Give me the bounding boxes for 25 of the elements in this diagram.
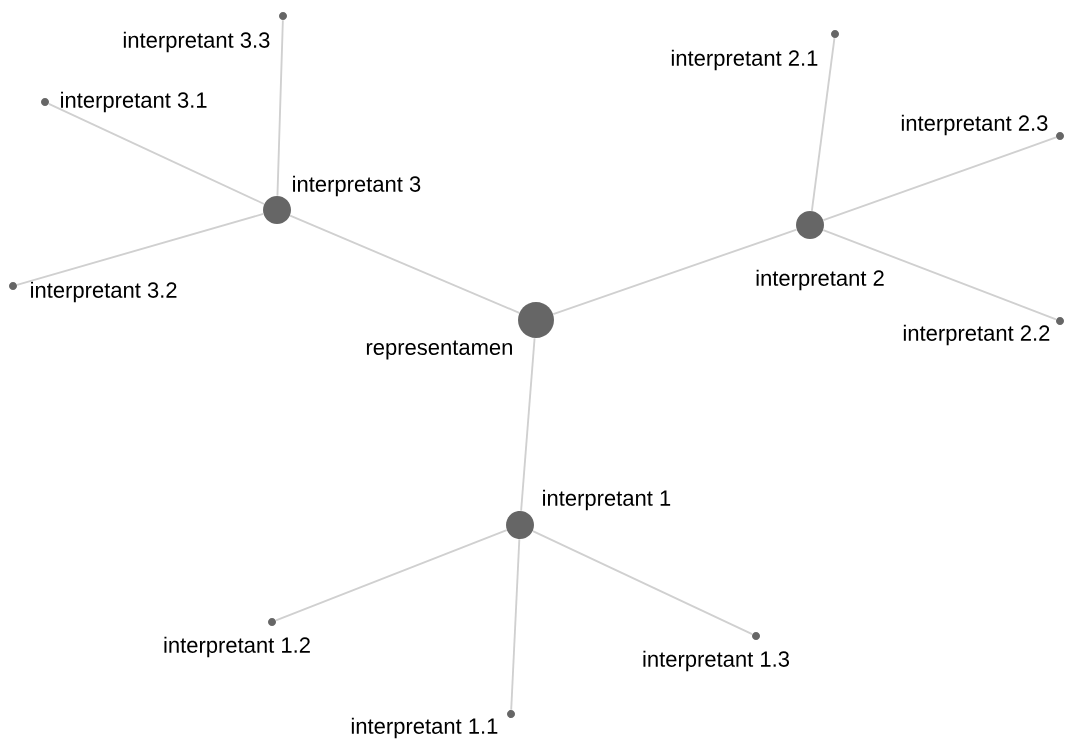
connector-line (822, 136, 1057, 222)
connector-line (275, 529, 508, 622)
node-label: interpretant 3.1 (61, 91, 207, 113)
node-label: interpretant 1 (543, 489, 671, 511)
node-label: interpretant 2.1 (671, 49, 818, 71)
node-label: representamen (366, 340, 512, 360)
node-label: interpretant 3.3 (123, 31, 270, 53)
connector-line (810, 37, 836, 212)
connector-line (822, 229, 1057, 321)
connector-line (47, 102, 265, 205)
connector-line (510, 538, 521, 711)
node-label: interpretant 2.2 (903, 324, 1050, 346)
node-label: interpretant 2 (756, 269, 884, 291)
node-label: interpretant 2.3 (901, 114, 1048, 136)
node-label: interpretant 3 (293, 175, 421, 197)
connector-line (520, 337, 536, 512)
node-label: interpretant 1.1 (351, 717, 498, 739)
connector-line (552, 228, 798, 315)
connector-line (16, 213, 265, 286)
connector-line (276, 19, 284, 197)
connector-line (289, 214, 521, 314)
node-label: interpretant 1.3 (643, 650, 789, 672)
node-label: interpretant 1.2 (164, 636, 310, 658)
node-label: interpretant 3.2 (31, 281, 177, 303)
connector-line (532, 530, 754, 636)
